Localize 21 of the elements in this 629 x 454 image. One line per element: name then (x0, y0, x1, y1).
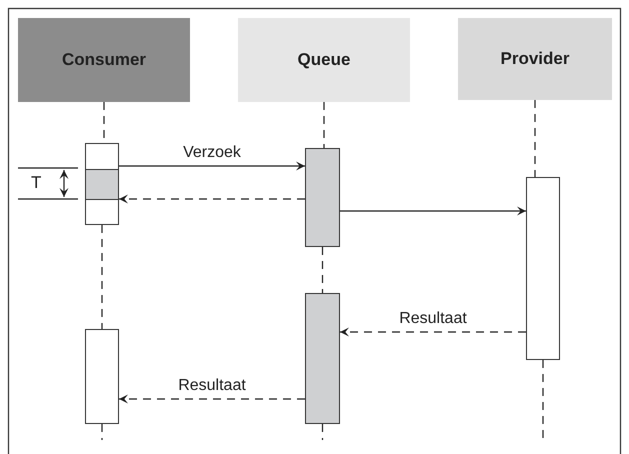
message-arrow (119, 194, 305, 204)
lifeline (322, 247, 324, 293)
lifeline-header: Provider (458, 18, 612, 100)
dimension-label: T (30, 174, 42, 192)
activation-bar (85, 329, 119, 424)
lifeline (101, 424, 103, 440)
message-arrow (119, 394, 305, 404)
lifeline (322, 424, 324, 440)
activation-bar (526, 177, 560, 360)
message-arrow (340, 206, 526, 216)
lifeline (542, 360, 544, 440)
lifeline (323, 102, 325, 148)
lifeline-header: Queue (238, 18, 410, 102)
activation-bar (305, 148, 340, 247)
lifeline-header: Consumer (18, 18, 190, 102)
lifeline (534, 100, 536, 177)
activation-bar (305, 293, 340, 424)
activation-bar (85, 143, 119, 225)
message-arrow (340, 328, 526, 336)
lifeline (101, 225, 103, 329)
message-arrow (119, 162, 305, 170)
